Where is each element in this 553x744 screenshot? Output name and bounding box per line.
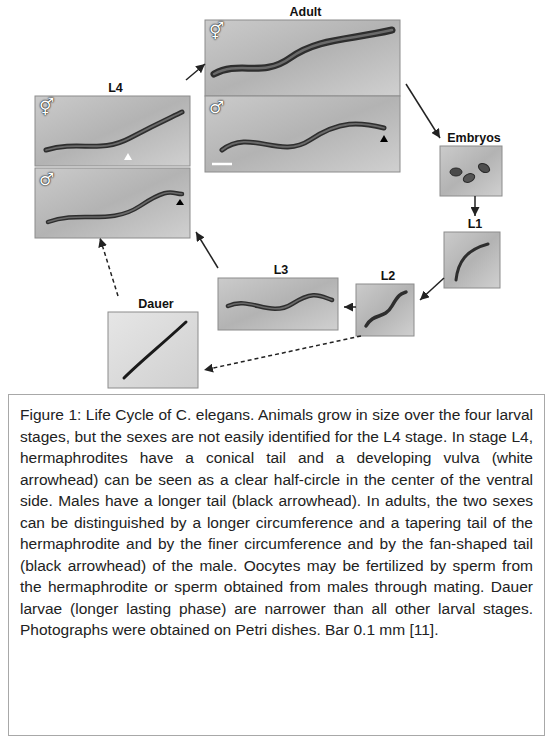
- photo-panel: [218, 278, 338, 330]
- stage-panel: L3: [218, 262, 344, 330]
- worm: [214, 30, 392, 74]
- dashed-arrow: [204, 336, 361, 370]
- photo-panel: ⚥: [35, 96, 190, 166]
- worm-gut: [228, 295, 332, 309]
- stage-arrow: [344, 306, 356, 308]
- black-arrowhead: [380, 135, 388, 142]
- stage-group: Adult⚥ ♂: [205, 4, 406, 172]
- stage-label: L2: [356, 268, 420, 284]
- photo-panel: [440, 146, 502, 196]
- photo-panel: [444, 232, 500, 288]
- photo-panel: ♂: [35, 168, 190, 238]
- photo-panel: [108, 312, 198, 388]
- stage-arrow: [406, 84, 440, 138]
- stage-arrow: [474, 196, 476, 216]
- white-arrowhead: [124, 153, 132, 160]
- photo-panel: [35, 96, 190, 166]
- black-arrowhead: [176, 199, 184, 205]
- sex-symbol: ⚥: [205, 20, 228, 42]
- photo-panel: [205, 96, 400, 172]
- caption-box: Figure 1: Life Cycle of C. elegans. Anim…: [8, 394, 545, 736]
- worm: [124, 322, 186, 378]
- photo-panel: ♂: [205, 96, 400, 172]
- figure-caption: Figure 1: Life Cycle of C. elegans. Anim…: [20, 404, 533, 641]
- worm: [456, 244, 488, 280]
- worm: [222, 124, 384, 150]
- stage-label: Adult: [205, 4, 406, 20]
- embryo: [462, 172, 476, 184]
- scale-bar: [212, 163, 232, 166]
- photo-panel: [35, 168, 190, 238]
- stage-label: L3: [218, 262, 344, 278]
- stage-panel: L1: [444, 216, 506, 288]
- sex-symbol: ⚥: [35, 96, 58, 118]
- sex-symbol: ♂: [205, 96, 228, 118]
- stage-panel: Dauer: [108, 296, 204, 388]
- embryo: [450, 168, 462, 176]
- stage-arrow: [196, 232, 218, 268]
- photo-panel: [205, 20, 400, 96]
- photo-panel: [356, 284, 414, 336]
- worm-gut: [214, 30, 392, 74]
- embryo: [477, 162, 491, 175]
- stage-label: Dauer: [108, 296, 204, 312]
- stage-arrow: [186, 64, 205, 80]
- sex-symbol: ♂: [35, 168, 58, 190]
- worm: [366, 292, 406, 326]
- worm-gut: [222, 124, 384, 150]
- worm: [46, 112, 182, 150]
- photo-panel: ⚥: [205, 20, 400, 96]
- stage-panel: Embryos: [440, 130, 508, 196]
- stage-label: L1: [444, 216, 506, 232]
- worm-gut: [48, 192, 182, 222]
- stage-label: Embryos: [440, 130, 508, 146]
- stage-arrow: [420, 278, 444, 300]
- dashed-arrow: [100, 238, 118, 296]
- stage-label: L4: [35, 80, 196, 96]
- stage-panel: L2: [356, 268, 420, 336]
- worm: [228, 295, 332, 309]
- worm: [48, 192, 182, 222]
- worm-gut: [46, 112, 182, 150]
- stage-group: L4⚥ ♂: [35, 80, 196, 238]
